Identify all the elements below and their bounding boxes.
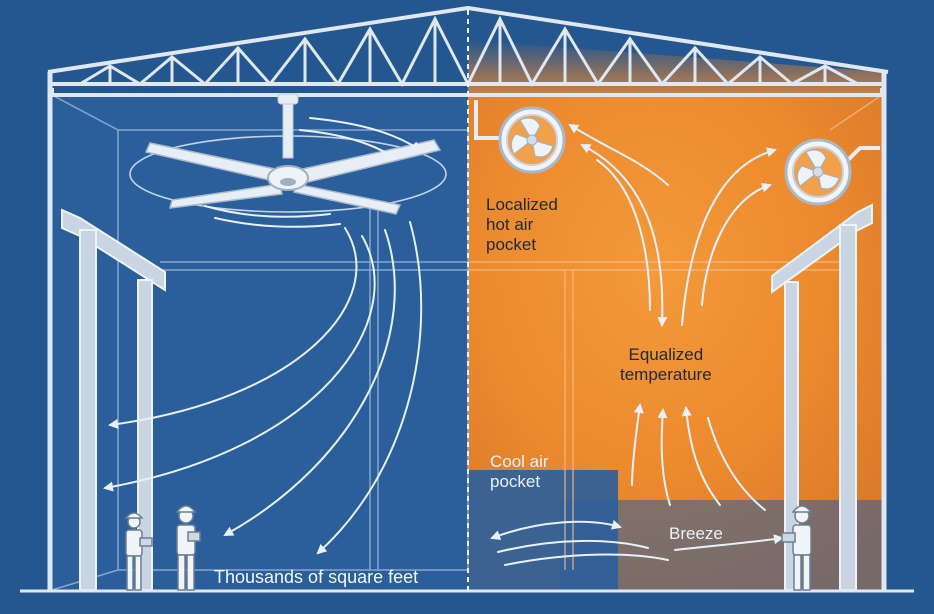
worker-icon	[175, 505, 201, 591]
thousands-of-square-feet-label: Thousands of square feet	[214, 567, 419, 587]
ceiling-fan-airflow-arrows	[103, 117, 423, 555]
truss-web	[79, 15, 859, 88]
wall-fan-airflow-arrows	[490, 123, 784, 566]
ceiling-fan-icon	[129, 93, 447, 215]
left-steel-column	[61, 208, 166, 591]
right-steel-column	[771, 203, 873, 591]
wall-fan-icon	[474, 100, 566, 174]
wall-fan-icon	[784, 138, 880, 206]
worker-icon	[781, 505, 813, 591]
worker-icon	[124, 512, 153, 591]
left-back-wall	[51, 94, 469, 591]
outer-walls	[47, 72, 887, 592]
hot-roof-glow	[468, 40, 882, 95]
breeze-label: Breeze	[669, 524, 723, 543]
